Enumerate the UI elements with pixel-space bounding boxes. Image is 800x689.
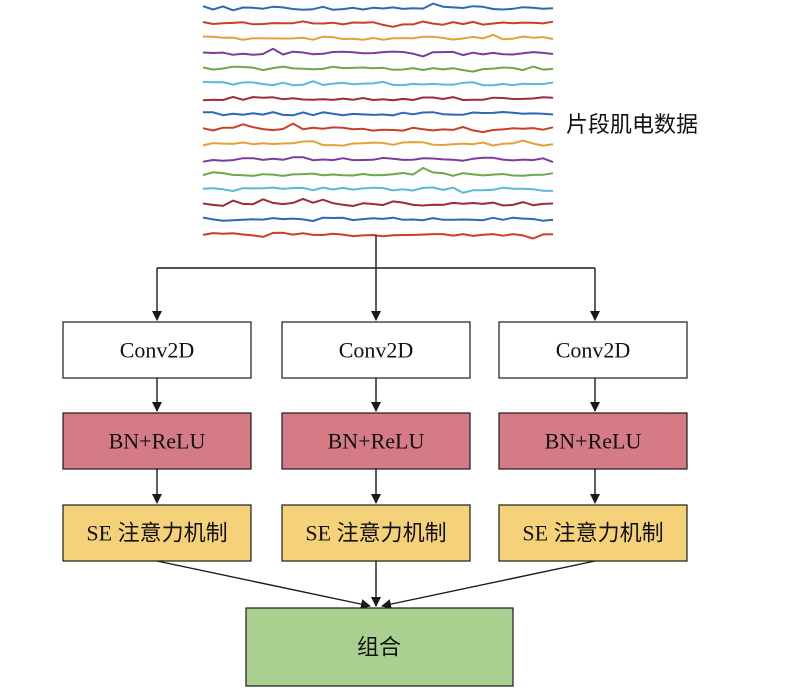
branch-2: Conv2D BN+ReLU SE 注意力机制 bbox=[281, 321, 471, 562]
conv2d-label-3: Conv2D bbox=[556, 338, 631, 363]
arrow-se-to-combine-3 bbox=[381, 560, 596, 610]
signal-trace-1 bbox=[202, 2, 554, 12]
branch-3: Conv2D BN+ReLU SE 注意力机制 bbox=[498, 321, 688, 562]
connector-lines bbox=[152, 235, 600, 610]
conv2d-label-2: Conv2D bbox=[339, 338, 414, 363]
signal-trace-3 bbox=[202, 33, 554, 41]
bn-relu-box-2 bbox=[281, 412, 471, 470]
combine-label: 组合 bbox=[357, 635, 401, 660]
signal-trace-5 bbox=[202, 65, 554, 73]
conv2d-box-2 bbox=[281, 321, 471, 379]
bn-relu-label-1: BN+ReLU bbox=[109, 429, 206, 454]
signal-trace-11 bbox=[202, 156, 554, 164]
signal-trace-9 bbox=[202, 122, 554, 134]
bn-relu-box-3 bbox=[498, 412, 688, 470]
conv2d-box-3 bbox=[498, 321, 688, 379]
se-attention-box-2 bbox=[281, 504, 471, 562]
combine-box bbox=[245, 607, 514, 687]
se-attention-label-3: SE 注意力机制 bbox=[522, 521, 663, 546]
signal-trace-4 bbox=[202, 47, 554, 58]
se-attention-box-3 bbox=[498, 504, 688, 562]
signal-trace-14 bbox=[202, 197, 554, 207]
signal-trace-13 bbox=[202, 186, 554, 194]
signal-trace-6 bbox=[202, 80, 554, 87]
conv2d-box-1 bbox=[62, 321, 252, 379]
se-attention-box-1 bbox=[62, 504, 252, 562]
signal-trace-10 bbox=[202, 139, 554, 147]
signal-trace-7 bbox=[202, 95, 554, 102]
arrow-se-to-combine-1 bbox=[156, 560, 371, 610]
signal-trace-2 bbox=[202, 20, 554, 28]
signal-trace-15 bbox=[202, 216, 554, 222]
bn-relu-label-2: BN+ReLU bbox=[328, 429, 425, 454]
signal-trace-16 bbox=[202, 231, 554, 240]
se-attention-label-1: SE 注意力机制 bbox=[86, 521, 227, 546]
bn-relu-label-3: BN+ReLU bbox=[545, 429, 642, 454]
signal-trace-12 bbox=[202, 166, 554, 177]
conv2d-label-1: Conv2D bbox=[120, 338, 195, 363]
semg-signal-plot bbox=[202, 2, 554, 240]
branch-1: Conv2D BN+ReLU SE 注意力机制 bbox=[62, 321, 252, 562]
combine-block: 组合 bbox=[245, 607, 514, 687]
signal-label: 片段肌电数据 bbox=[566, 113, 698, 138]
se-attention-label-2: SE 注意力机制 bbox=[305, 521, 446, 546]
bn-relu-box-1 bbox=[62, 412, 252, 470]
signal-trace-8 bbox=[203, 111, 554, 117]
